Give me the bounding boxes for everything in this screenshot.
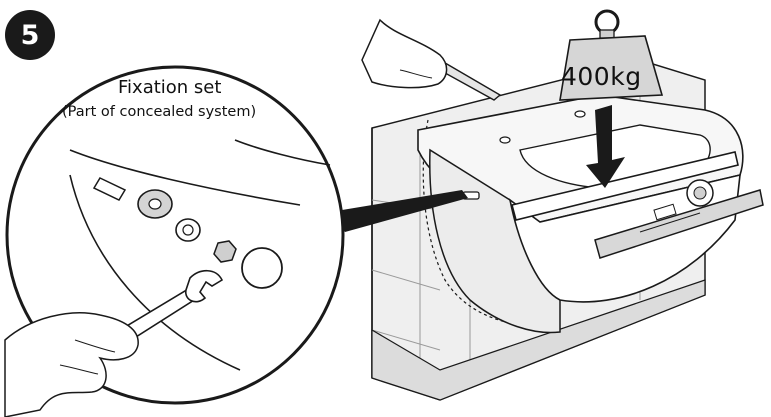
arrow-down-icon: [586, 105, 625, 188]
plank: [511, 151, 739, 221]
weight-icon: [559, 9, 664, 101]
hand-icon: [4, 312, 139, 417]
spirit-level-icon: [594, 179, 764, 259]
callout-subtitle: (Part of concealed system): [62, 104, 257, 120]
weight-label: 400kg: [561, 62, 642, 91]
step-number-badge: 5: [5, 10, 55, 60]
hand-icon: [361, 18, 448, 89]
callout-title: Fixation set: [118, 77, 222, 98]
